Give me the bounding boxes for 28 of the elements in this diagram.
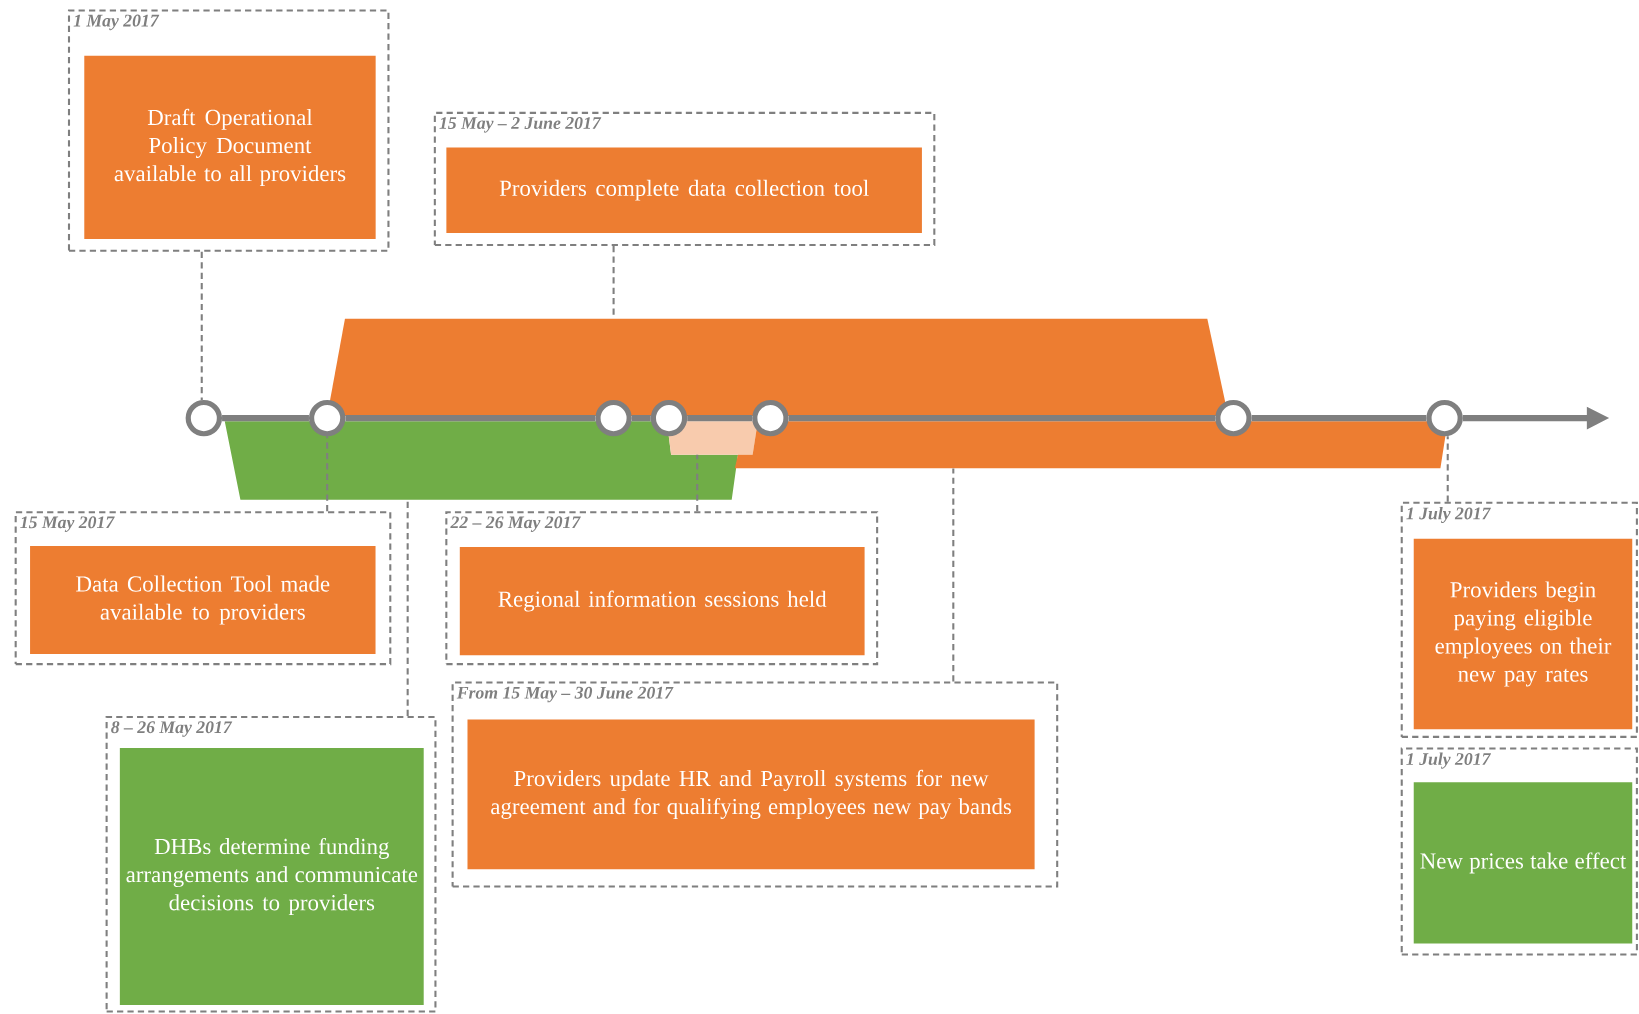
milestone-box: Data Collection Tool made available to providers <box>30 545 376 655</box>
milestone-box: Regional information sessions held <box>459 546 865 656</box>
milestone-circle <box>308 399 346 437</box>
timeline-segment <box>345 415 596 422</box>
timeline-segment <box>1251 415 1427 422</box>
leader-line <box>696 454 699 512</box>
leader-line <box>326 436 329 512</box>
milestone-circle <box>1215 399 1252 437</box>
milestone-box: Providers complete data collection tool <box>446 147 922 233</box>
milestone-box: DHBs determine funding arrangements and communicate decisions to providers <box>119 748 424 1005</box>
milestone-circle <box>185 399 223 437</box>
timeline-segment <box>687 415 753 422</box>
leader-line <box>406 499 409 717</box>
leader-line <box>1446 436 1449 502</box>
timeline-segment <box>788 415 1216 422</box>
milestone-circle <box>1426 399 1463 437</box>
milestone-circle <box>650 399 688 437</box>
timeline-segment <box>631 415 651 422</box>
leader-line <box>952 468 955 682</box>
milestone-circle <box>752 399 789 437</box>
milestone-box: Providers begin paying eligible employees on their new pay rates <box>1413 538 1633 730</box>
leader-line <box>200 251 203 400</box>
duration-band <box>734 421 1448 469</box>
milestone-box: Draft Operational Policy Document available to all providers <box>84 55 376 239</box>
milestone-circle <box>595 399 632 437</box>
milestone-box: New prices take effect <box>1413 782 1633 944</box>
milestone-box: Providers update HR and Payroll systems for new agreement and for qualifying employees new pay bands <box>467 719 1035 870</box>
duration-band <box>224 421 738 500</box>
